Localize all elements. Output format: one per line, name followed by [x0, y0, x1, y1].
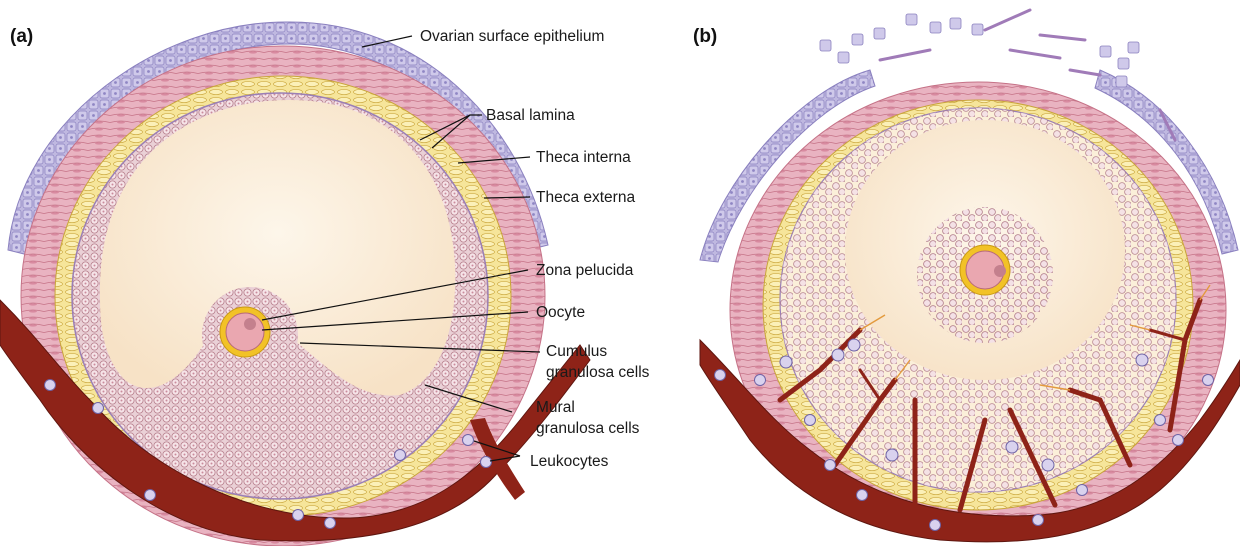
label-oocyte: Oocyte — [536, 304, 585, 321]
label-mural-line2: granulosa cells — [536, 420, 640, 437]
panel-letter-a: (a) — [10, 26, 33, 47]
label-cumulus-line1: Cumulus — [546, 343, 607, 360]
label-theca-interna: Theca interna — [536, 149, 631, 166]
label-cumulus-line2: granulosa cells — [546, 364, 650, 381]
oocyte-nucleus-a — [244, 318, 256, 330]
panel-a — [0, 22, 590, 546]
label-theca-externa: Theca externa — [536, 189, 635, 206]
label-leukocytes: Leukocytes — [530, 453, 609, 470]
label-mural-line1: Mural — [536, 399, 575, 416]
oocyte-a — [226, 313, 264, 351]
label-zona-pelucida: Zona pelucida — [536, 262, 634, 279]
label-ovarian-surface-epithelium: Ovarian surface epithelium — [420, 28, 604, 45]
oocyte-nucleus-b — [994, 265, 1006, 277]
label-basal-lamina: Basal lamina — [486, 107, 575, 124]
panel-letter-b: (b) — [693, 26, 717, 47]
panel-b — [700, 10, 1240, 542]
